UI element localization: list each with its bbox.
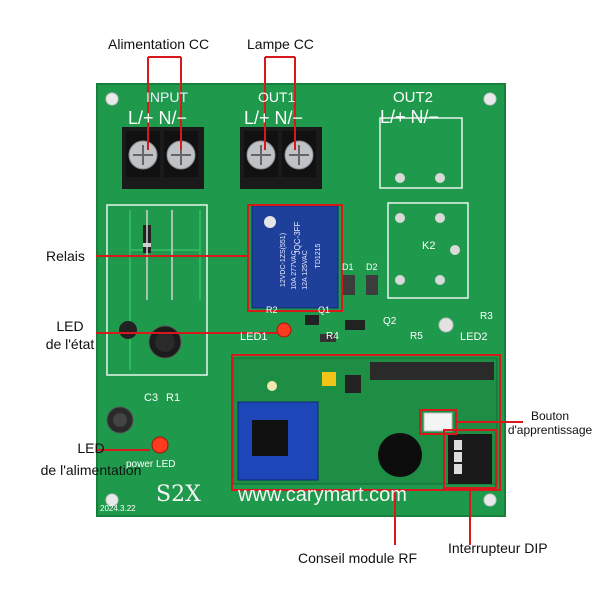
r4-silk-label: R4 [326,331,339,342]
k2-silk-label: K2 [422,240,436,252]
callout-led-etat: LED de l'état [40,318,100,352]
callout-bouton-apprentissage: Bouton d'apprentissage [502,409,598,437]
relay-text-2: 12VDC-1ZS(551) [280,233,287,287]
url-silk-label: www.carymart.com [238,484,407,506]
mount-hole [483,493,497,507]
dip-switch [448,434,492,484]
input-terminal [122,127,204,189]
relay-text-4: 12A 125VAC [302,250,309,290]
mount-hole [105,493,119,507]
out1-polarity-silk: L/+ N/− [244,108,304,128]
callout-lampe-cc: Lampe CC [247,36,314,52]
callout-interrupteur-dip: Interrupteur DIP [448,540,548,556]
d1-silk-label: D1 [342,262,354,272]
callout-bouton-line1: Bouton [530,409,570,423]
r3-silk-label: R3 [480,311,493,322]
relay-k1 [251,205,339,309]
power-led [151,436,169,454]
out2-silk-label: OUT2 [393,89,434,106]
callout-conseil-module-rf: Conseil module RF [298,550,418,566]
q2-silk-label: Q2 [383,316,397,327]
date-silk-label: 2024.3.22 [100,504,136,513]
relay-text-5: TD1215 [315,243,322,268]
mount-hole [105,92,119,106]
relay-text-3: 10A 277VAC [291,250,298,290]
r2-silk-label: R2 [266,305,278,315]
callout-led-etat-line1: LED [56,318,84,334]
out2-polarity-silk: L/+ N/− [380,107,440,127]
callout-led-alim-line1: LED [77,440,105,456]
r1-silk-label: R1 [166,392,181,404]
model-silk-label: S2X [156,482,201,507]
out1-terminal [240,127,322,189]
status-led [276,322,292,338]
power-led-silk-label: power LED [126,459,176,470]
callout-alimentation-cc: Alimentation CC [108,36,210,52]
callout-led-alimentation: LED de l'alimentation [36,440,146,478]
callout-led-etat-line2: de l'état [45,336,95,352]
input-silk-label: INPUT [146,89,188,105]
callout-led-alim-line2: de l'alimentation [40,462,142,478]
led2-silk-label: LED2 [460,331,488,343]
mount-hole [483,92,497,106]
input-polarity-silk: L/+ N/− [128,108,188,128]
callout-relais: Relais [46,248,85,264]
learning-button [423,412,453,432]
out1-silk-label: OUT1 [258,89,296,105]
relay-text-1: JQC-3FF [293,221,302,254]
callout-bouton-line2: d'apprentissage [507,423,593,437]
c3-silk-label: C3 [144,392,159,404]
led1-silk-label: LED1 [240,331,268,343]
q1-silk-label: Q1 [318,305,331,315]
r5-silk-label: R5 [410,331,423,342]
d2-silk-label: D2 [366,262,378,272]
